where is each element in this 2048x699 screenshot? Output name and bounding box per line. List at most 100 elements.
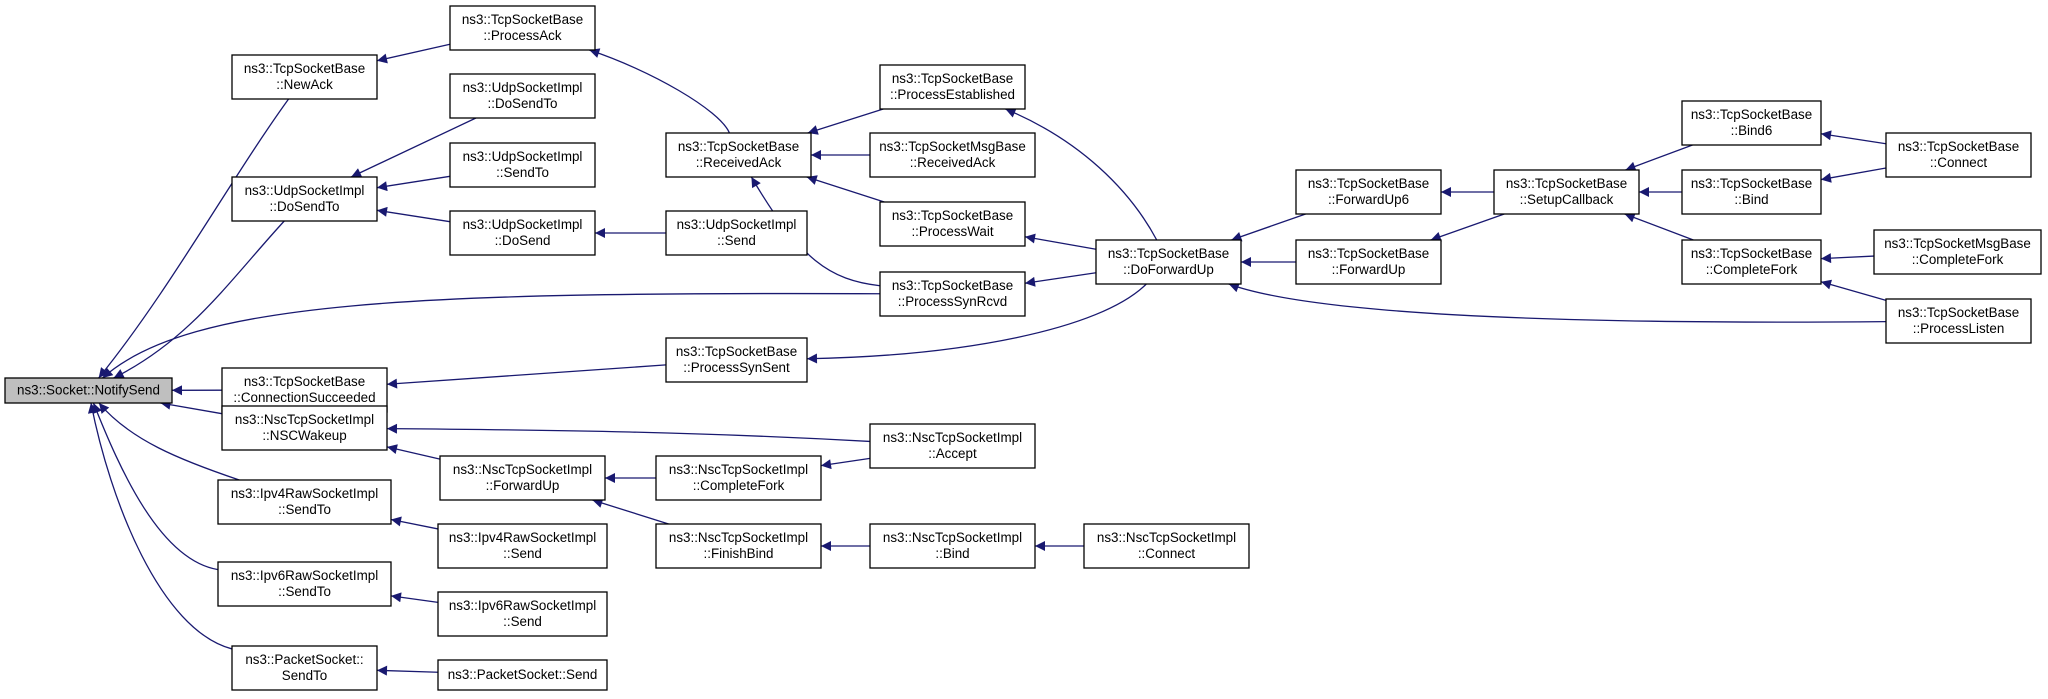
edge-arrow [589, 48, 731, 134]
node-tcp-processestablished[interactable]: ns3::TcpSocketBase::ProcessEstablished [879, 64, 1026, 110]
edge-ipv4raw_send-to-ipv4raw_sendto [390, 516, 439, 530]
node-label-line: ns3::TcpSocketBase [1308, 176, 1429, 191]
node-label-line: ::ReceivedAck [910, 155, 996, 170]
node-tcp-processsynrcvd[interactable]: ns3::TcpSocketBase::ProcessSynRcvd [879, 271, 1026, 317]
node-box [449, 73, 596, 119]
node-label-line: ns3::TcpSocketBase [462, 12, 583, 27]
node-udpimpl-send[interactable]: ns3::UdpSocketImpl::Send [665, 210, 808, 256]
node-tcp-bind[interactable]: ns3::TcpSocketBase::Bind [1681, 169, 1822, 215]
edge-nsc_finishbind-to-nsc_forwardup [592, 498, 669, 525]
node-box [1681, 100, 1822, 146]
node-udpimpl-dosend[interactable]: ns3::UdpSocketImpl::DoSend [449, 210, 596, 256]
node-tcpmsg-receivedack[interactable]: ns3::TcpSocketMsgBase::ReceivedAck [869, 132, 1036, 178]
edge-tcp_connect-to-tcp_bind [1820, 167, 1887, 183]
node-udpimpl-sendto[interactable]: ns3::UdpSocketImpl::SendTo [449, 142, 596, 188]
node-nsc-accept[interactable]: ns3::NscTcpSocketImpl::Accept [869, 423, 1036, 469]
node-tcp-receivedack[interactable]: ns3::TcpSocketBase::ReceivedAck [665, 132, 812, 178]
node-tcp-newack[interactable]: ns3::TcpSocketBase::NewAck [231, 54, 378, 100]
node-tcp-forwardup[interactable]: ns3::TcpSocketBase::ForwardUp [1295, 239, 1442, 285]
node-label-line: ::DoSendTo [488, 96, 558, 111]
edge-arrow [1430, 213, 1505, 242]
node-udpimpl-dosendto2[interactable]: ns3::UdpSocketImpl::DoSendTo [449, 73, 596, 119]
node-tcp-bind6[interactable]: ns3::TcpSocketBase::Bind6 [1681, 100, 1822, 146]
node-label-line: ::Bind [1734, 192, 1768, 207]
node-label-line: ::NewAck [276, 77, 333, 92]
node-label-line: ns3::TcpSocketBase [1691, 176, 1812, 191]
node-label-line: ::Accept [928, 446, 977, 461]
node-label-line: ::ProcessListen [1913, 321, 2005, 336]
node-tcp-connect[interactable]: ns3::TcpSocketBase::Connect [1885, 132, 2032, 178]
node-nsc-completefork[interactable]: ns3::NscTcpSocketImpl::CompleteFork [655, 455, 822, 501]
node-label-line: ns3::TcpSocketMsgBase [1884, 236, 2031, 251]
node-tcpmsg-completefork[interactable]: ns3::TcpSocketMsgBase::CompleteFork [1873, 229, 2042, 275]
edge-arrow [390, 516, 439, 530]
node-tcp-processlisten[interactable]: ns3::TcpSocketBase::ProcessListen [1885, 298, 2032, 344]
edge-arrow [386, 364, 667, 389]
node-box [879, 201, 1026, 247]
edge-tcp_processlisten-to-tcp_completefork [1820, 279, 1887, 301]
node-label-line: ns3::NscTcpSocketImpl [235, 412, 374, 427]
node-label-line: ns3::TcpSocketBase [676, 344, 797, 359]
node-tcp-forwardup6[interactable]: ns3::TcpSocketBase::ForwardUp6 [1295, 169, 1442, 215]
edge-tcp_setupcallback-to-tcp_forwardup [1430, 213, 1505, 242]
node-box [1295, 239, 1442, 285]
node-label-line: ns3::TcpSocketBase [1898, 305, 2019, 320]
node-tcp-processack[interactable]: ns3::TcpSocketBase::ProcessAck [449, 5, 596, 51]
node-tcp-completefork[interactable]: ns3::TcpSocketBase::CompleteFork [1681, 239, 1822, 285]
node-box [437, 523, 608, 569]
node-label-line: ::Send [503, 546, 542, 561]
node-tcp-doforwardup[interactable]: ns3::TcpSocketBase::DoForwardUp [1095, 239, 1242, 285]
edge-arrow [376, 206, 451, 223]
edge-ipv6raw_sendto-to-notifysend [92, 402, 219, 571]
node-packet-send[interactable]: ns3::PacketSocket::Send [437, 659, 608, 691]
node-label-line: ns3::PacketSocket::Send [448, 667, 598, 682]
node-ipv4raw-send[interactable]: ns3::Ipv4RawSocketImpl::Send [437, 523, 608, 569]
node-label-line: ::CompleteFork [1912, 252, 2004, 267]
node-notifysend[interactable]: ns3::Socket::NotifySend [4, 377, 173, 404]
edge-arrow [1624, 212, 1694, 241]
node-box [1885, 132, 2032, 178]
node-label-line: ns3::TcpSocketMsgBase [879, 139, 1026, 154]
node-box [1885, 298, 2032, 344]
edge-tcp_processestablished-to-tcp_receivedack [807, 108, 884, 135]
edge-nsc_nscwakeup-to-notifysend [160, 399, 223, 415]
edge-arrow [1820, 253, 1875, 264]
node-nsc-bind[interactable]: ns3::NscTcpSocketImpl::Bind [869, 523, 1036, 569]
node-ipv6raw-send[interactable]: ns3::Ipv6RawSocketImpl::Send [437, 591, 608, 637]
edge-udpimpl_dosendto-to-notifysend [113, 220, 285, 379]
node-label-line: ns3::TcpSocketBase [892, 71, 1013, 86]
edge-arrow [98, 98, 290, 379]
edge-arrow [376, 665, 439, 676]
node-box [1681, 169, 1822, 215]
node-label-line: ns3::TcpSocketBase [892, 208, 1013, 223]
node-nsc-connect[interactable]: ns3::NscTcpSocketImpl::Connect [1083, 523, 1250, 569]
node-tcp-processsynsent[interactable]: ns3::TcpSocketBase::ProcessSynSent [665, 337, 808, 383]
node-label-line: ::ProcessSynRcvd [898, 294, 1007, 309]
node-label-line: ns3::TcpSocketBase [244, 61, 365, 76]
node-label-line: ::ForwardUp6 [1328, 192, 1409, 207]
node-ipv6raw-sendto[interactable]: ns3::Ipv6RawSocketImpl::SendTo [217, 561, 392, 607]
node-box [1095, 239, 1242, 285]
node-nsc-finishbind[interactable]: ns3::NscTcpSocketImpl::FinishBind [655, 523, 822, 569]
node-label-line: SendTo [282, 668, 327, 683]
edge-tcp_forwardup6-to-tcp_doforwardup [1231, 213, 1306, 242]
node-nsc-forwardup[interactable]: ns3::NscTcpSocketImpl::ForwardUp [439, 455, 606, 501]
node-label-line: ns3::UdpSocketImpl [463, 80, 583, 95]
node-tcp-setupcallback[interactable]: ns3::TcpSocketBase::SetupCallback [1493, 169, 1640, 215]
node-box [449, 142, 596, 188]
node-tcp-connectionsucceeded[interactable]: ns3::TcpSocketBase::ConnectionSucceeded [221, 367, 388, 413]
node-ipv4raw-sendto[interactable]: ns3::Ipv4RawSocketImpl::SendTo [217, 479, 392, 525]
edge-arrow [350, 117, 477, 178]
node-label-line: ns3::Ipv4RawSocketImpl [449, 530, 596, 545]
node-nsc-nscwakeup[interactable]: ns3::NscTcpSocketImpl::NSCWakeup [221, 405, 388, 451]
node-packet-sendto[interactable]: ns3::PacketSocket::SendTo [231, 645, 378, 691]
node-box [879, 271, 1026, 317]
node-label-line: ::SendTo [278, 584, 331, 599]
node-label-line: ::DoSendTo [270, 199, 340, 214]
node-udpimpl-dosendto[interactable]: ns3::UdpSocketImpl::DoSendTo [231, 176, 378, 222]
node-box [1873, 229, 2042, 275]
node-tcp-processwait[interactable]: ns3::TcpSocketBase::ProcessWait [879, 201, 1026, 247]
node-box [449, 5, 596, 51]
edge-arrow [386, 423, 871, 443]
